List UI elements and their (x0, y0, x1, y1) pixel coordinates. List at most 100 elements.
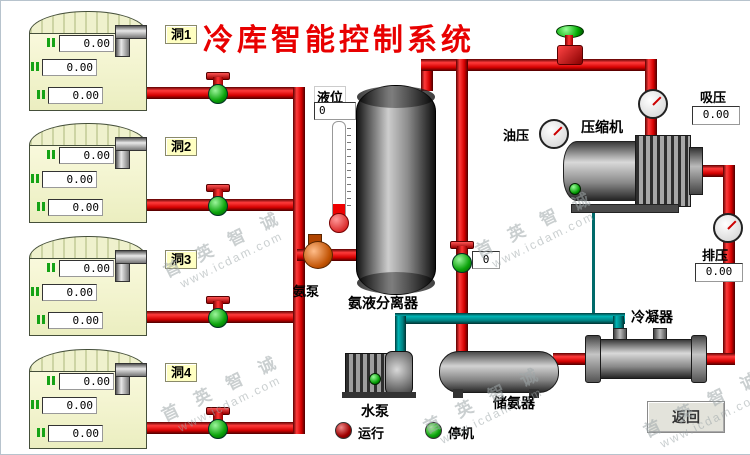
valve-tank1[interactable] (205, 72, 231, 104)
water-pump-base (342, 392, 416, 398)
sensor-icon (31, 287, 34, 296)
temp-display: 0.00 (42, 397, 97, 414)
cold-room-tank-4: 0.00 0.00 0.00 (29, 349, 147, 449)
valve-tank4[interactable] (205, 407, 231, 439)
condenser-head (585, 335, 601, 383)
temp-display: 0.00 (48, 425, 103, 442)
cold-room-tank-2: 0.00 0.00 0.00 (29, 123, 147, 223)
valve-tank2[interactable] (205, 184, 231, 216)
receiver-leg (529, 389, 539, 398)
inlet-elbow-icon (115, 137, 147, 151)
sensor-icon (37, 315, 40, 324)
valve-position-display: 0 (472, 251, 500, 269)
inlet-elbow-icon (115, 363, 147, 377)
oil-pressure-gauge-icon (539, 119, 569, 149)
water-pump-status-icon (369, 373, 381, 385)
valve-ball-icon (208, 84, 228, 104)
temp-display: 0.00 (42, 284, 97, 301)
inlet-elbow-icon (115, 25, 147, 39)
stopped-label: 停机 (448, 426, 475, 441)
ammonia-separator-vessel (356, 85, 436, 295)
running-indicator-icon (335, 422, 352, 439)
cold-room-tank-1: 0.00 0.00 0.00 (29, 11, 147, 111)
temp-display: 0.00 (59, 147, 114, 164)
temp-display: 0.00 (48, 312, 103, 329)
valve-stem (213, 412, 223, 424)
pipe-thin-water (592, 205, 595, 315)
valve-stem (213, 301, 223, 313)
compressor-flange (689, 147, 703, 195)
discharge-pressure-gauge-icon (713, 213, 743, 243)
back-button[interactable]: 返回 (647, 401, 725, 433)
tank-label-1: 洞1 (165, 25, 198, 44)
valve-stem (213, 77, 223, 89)
sensor-icon (31, 174, 34, 183)
oil-pressure-label: 油压 (503, 128, 530, 143)
pipe-water-header (395, 313, 625, 324)
valve-tank3[interactable] (205, 296, 231, 328)
level-label: 液位 (314, 86, 347, 107)
water-pump-head (385, 351, 413, 395)
pipe-water-pump (395, 316, 406, 356)
ammonia-receiver-vessel (439, 351, 559, 393)
discharge-pressure-display: 0.00 (695, 263, 743, 282)
sensor-icon (37, 90, 40, 99)
valve-ball-icon (208, 419, 228, 439)
temp-display: 0.00 (59, 260, 114, 277)
valve-body-icon (557, 45, 583, 65)
pipe-receiver-condenser (553, 353, 589, 365)
compressor-base (571, 204, 679, 213)
valve-ball-icon (452, 253, 472, 273)
tank-label-2: 洞2 (165, 137, 198, 156)
cold-room-tank-3: 0.00 0.00 0.00 (29, 236, 147, 336)
page-title: 冷库智能控制系统 (203, 24, 475, 57)
water-pump-motor (345, 353, 389, 393)
temp-display: 0.00 (42, 171, 97, 188)
pipe-water-condenser (613, 316, 624, 336)
valve-top-header[interactable] (555, 25, 584, 65)
stopped-indicator-icon (425, 422, 442, 439)
valve-stem (565, 35, 573, 46)
ammonia-pump-label: 氨泵 (293, 284, 320, 299)
receiver-label: 储氨器 (493, 395, 535, 411)
condenser-label: 冷凝器 (631, 309, 673, 325)
sensor-icon (47, 263, 50, 272)
valve-ball-icon (208, 308, 228, 328)
tank-label-4: 洞4 (165, 363, 198, 382)
valve-ball-icon (208, 196, 228, 216)
water-pump-label: 水泵 (361, 403, 389, 419)
valve-stem (213, 189, 223, 201)
tank-label-3: 洞3 (165, 250, 198, 269)
compressor-status-icon (569, 183, 581, 195)
sensor-icon (47, 376, 50, 385)
pipe-top-header (421, 59, 657, 71)
level-gauge-bulb-icon (329, 213, 349, 233)
separator-label: 氨液分离器 (348, 295, 418, 311)
level-display: 0 (314, 102, 356, 120)
compressor-label: 压缩机 (581, 119, 623, 135)
sensor-icon (37, 202, 40, 211)
suction-pressure-gauge-icon (638, 89, 668, 119)
sensor-icon (37, 428, 40, 437)
pipe-receiver-riser (456, 59, 468, 355)
valve-stem (457, 246, 467, 258)
sensor-icon (47, 38, 50, 47)
pipe-condenser-in (703, 353, 735, 365)
sensor-icon (31, 62, 34, 71)
sensor-icon (47, 150, 50, 159)
ammonia-pump-icon[interactable] (303, 241, 333, 269)
suction-pressure-display: 0.00 (692, 106, 740, 125)
inlet-elbow-icon (115, 250, 147, 264)
temp-display: 0.00 (48, 199, 103, 216)
sensor-icon (31, 400, 34, 409)
receiver-leg (453, 389, 463, 398)
temp-display: 0.00 (42, 59, 97, 76)
compressor-fins (635, 135, 691, 207)
temp-display: 0.00 (59, 373, 114, 390)
valve-receiver-line[interactable] (449, 241, 475, 273)
discharge-pressure-label: 排压 (702, 248, 729, 263)
temp-display: 0.00 (48, 87, 103, 104)
condenser-head (691, 335, 707, 383)
suction-pressure-label: 吸压 (700, 90, 727, 105)
